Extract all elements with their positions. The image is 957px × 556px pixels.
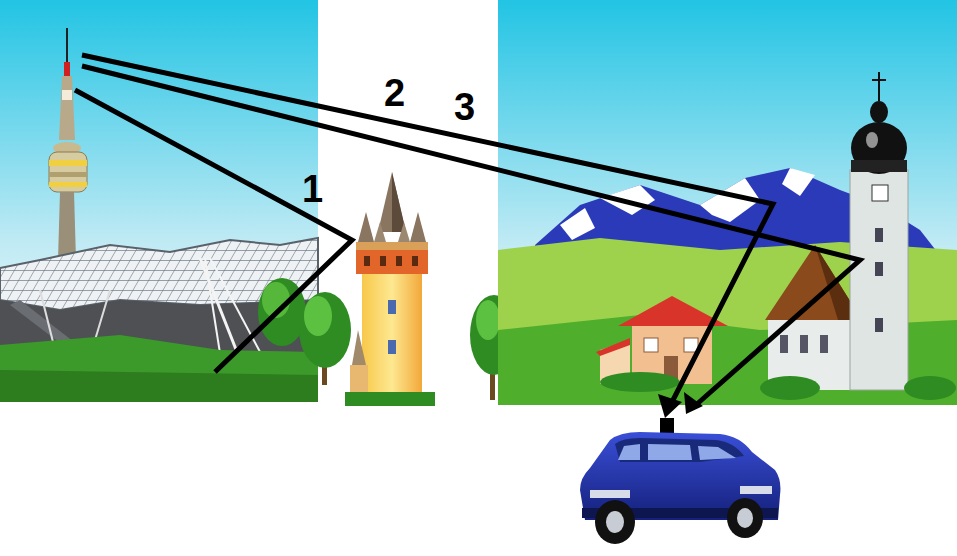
signal-paths xyxy=(75,55,860,404)
centre-scene xyxy=(299,172,518,406)
callout-number: 2 xyxy=(384,74,405,112)
left-scene xyxy=(0,0,318,402)
right-scene xyxy=(498,0,957,405)
car xyxy=(580,418,780,544)
arrowheads xyxy=(658,392,703,418)
callout-number: 3 xyxy=(454,88,475,126)
callout-number: 1 xyxy=(302,170,323,208)
